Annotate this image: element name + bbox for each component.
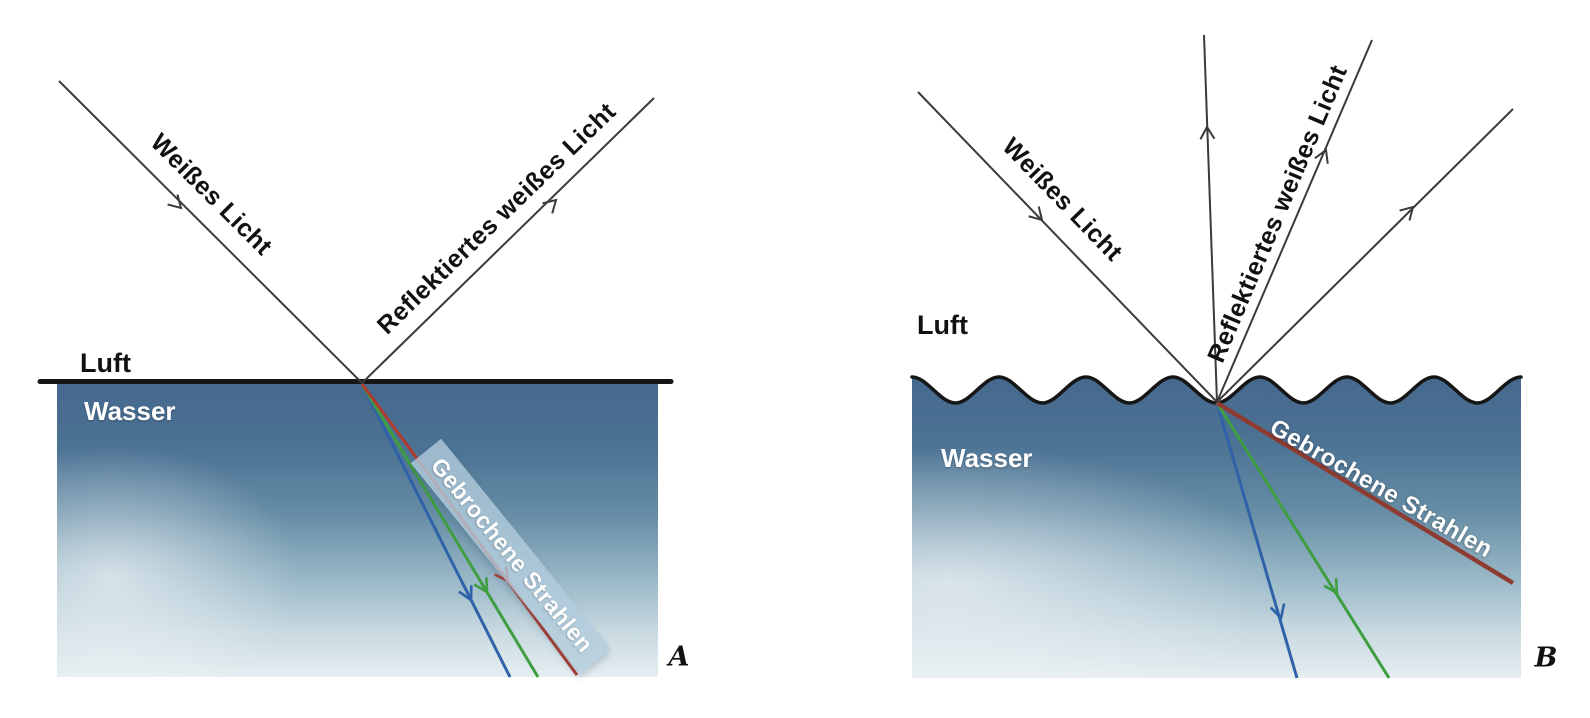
reflected-ray-vertical-arrow-icon [1199, 125, 1216, 140]
air-water-surface-wavy-line [910, 375, 1523, 405]
refracted-ray-blue [360, 383, 512, 678]
figure-letter-a: A [668, 641, 690, 673]
reflected-ray-middle [1216, 39, 1373, 403]
reflected-ray-middle-arrow-icon [1314, 148, 1329, 164]
reflected-ray-right-arrow-icon [1399, 205, 1415, 221]
air-label: Luft [80, 348, 131, 378]
refracted-ray-blue [1215, 402, 1299, 679]
incident-ray-arrow-icon [1028, 206, 1044, 222]
refracted-ray-green-arrow-icon [1323, 578, 1339, 596]
refracted-ray-blue-arrow-icon [1269, 603, 1286, 621]
refracted-ray-green-arrow-icon [473, 577, 489, 595]
incident-ray [58, 80, 363, 384]
water-label: Wasser [941, 443, 1033, 473]
refracted-ray-green [1215, 402, 1391, 679]
water-light-patch [912, 430, 1521, 678]
air-label: Luft [917, 310, 968, 340]
figure-letter-b: B [1534, 642, 1558, 674]
incident-ray [917, 91, 1218, 403]
water-label: Wasser [84, 396, 176, 426]
reflected-ray-vertical [1203, 34, 1218, 403]
refracted-ray-blue-arrow-icon [458, 585, 473, 603]
reflected-ray-right [1216, 108, 1514, 403]
refracted-ray-red [1215, 401, 1515, 585]
incident-ray-arrow-icon [167, 194, 183, 210]
reflected-ray [361, 97, 655, 384]
refracted-ray-green [360, 383, 540, 678]
reflected-ray-arrow-icon [542, 198, 558, 214]
